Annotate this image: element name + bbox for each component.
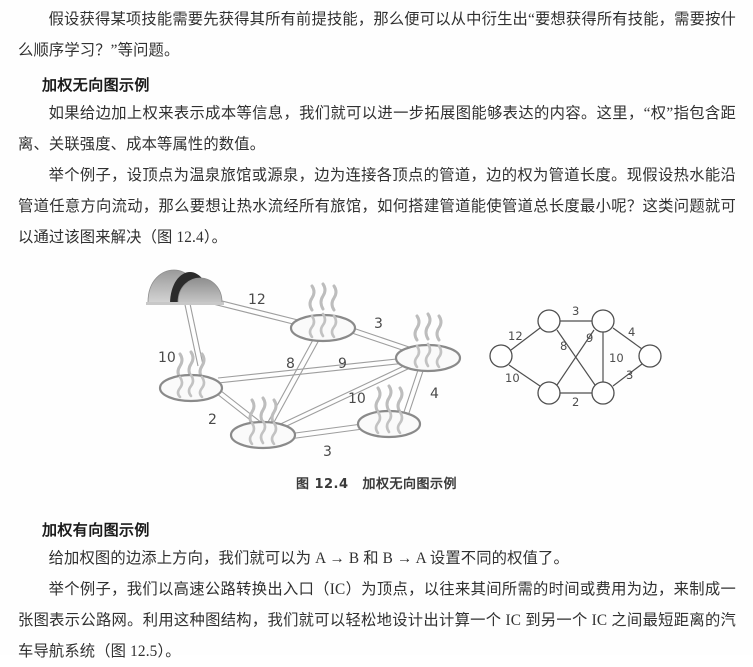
graph-weight-3-right: 3 bbox=[626, 368, 633, 382]
graph-node-v5[interactable] bbox=[638, 344, 662, 368]
paragraph-directed-weights: 给加权图的边添上方向，我们就可以为 A → B 和 B → A 设置不同的权值了… bbox=[48, 550, 569, 567]
heading-weighted-undirected-graph: 加权无向图示例 bbox=[42, 76, 150, 94]
graph-weight-3-top: 3 bbox=[572, 304, 579, 318]
graph-edges bbox=[508, 320, 643, 394]
figure-12-4: 12 10 8 3 9 2 10 4 3 bbox=[0, 258, 753, 468]
hotspring-inn-node-bottom-right bbox=[356, 384, 422, 439]
illustration-weight-12: 12 bbox=[248, 292, 266, 308]
paragraph-hotspring-example: 举个例子，设顶点为温泉旅馆或源泉，边为连接各顶点的管道，边的权为管道长度。现假设… bbox=[18, 167, 736, 246]
graph-weight-12: 12 bbox=[508, 329, 523, 343]
illustration-weight-10-left: 10 bbox=[158, 350, 176, 366]
graph-node-v0[interactable] bbox=[489, 344, 513, 368]
illustration-weight-2: 2 bbox=[208, 412, 217, 428]
illustration-weight-3-top: 3 bbox=[374, 316, 383, 332]
graph-node-v3[interactable] bbox=[537, 381, 561, 405]
figure-caption: 图 12.4 加权无向图示例 bbox=[0, 473, 753, 492]
paragraph-weight-definition: 如果给边加上权来表示成本等信息，我们就可以进一步拓展图能够表达的内容。这里，“权… bbox=[18, 105, 736, 153]
hotspring-illustration: 12 10 8 3 9 2 10 4 3 bbox=[140, 258, 470, 458]
graph-weight-10-left: 10 bbox=[505, 371, 520, 385]
pipe-edges bbox=[183, 295, 424, 440]
paragraph-highway-ic-example: 举个例子，我们以高速公路转换出入口（IC）为顶点，以往来其间所需的时间或费用为边… bbox=[18, 581, 736, 660]
illustration-weight-4: 4 bbox=[430, 386, 439, 402]
graph-weight-10-mid: 10 bbox=[609, 351, 624, 365]
graph-weight-4: 4 bbox=[628, 325, 635, 339]
graph-weight-8: 8 bbox=[560, 339, 567, 353]
hotspring-inn-node-bottom-left bbox=[229, 396, 297, 450]
graph-weight-2: 2 bbox=[572, 395, 579, 408]
graph-node-v2[interactable] bbox=[591, 309, 615, 333]
paragraph-skill-prerequisites: 假设获得某项技能需要先获得其所有前提技能，那么便可以从中衍生出“要想获得所有技能… bbox=[18, 11, 736, 59]
hotspring-inn-node-top bbox=[289, 282, 357, 343]
figure-caption-title: 加权无向图示例 bbox=[362, 477, 458, 492]
hotspring-inn-node-right bbox=[394, 312, 462, 373]
illustration-weight-3-bottom: 3 bbox=[323, 444, 332, 458]
graph-node-v1[interactable] bbox=[537, 309, 561, 333]
graph-nodes bbox=[489, 309, 662, 405]
illustration-weight-9: 9 bbox=[338, 356, 347, 372]
figure-caption-number: 图 12.4 bbox=[295, 477, 349, 492]
graph-weight-9: 9 bbox=[586, 331, 593, 345]
abstract-graph: 12 3 8 9 4 10 10 2 3 bbox=[487, 298, 677, 408]
illustration-weight-10-mid: 10 bbox=[348, 391, 366, 407]
heading-weighted-directed-graph: 加权有向图示例 bbox=[42, 521, 150, 539]
spring-source-icon bbox=[146, 269, 224, 305]
hotspring-inn-node-left bbox=[158, 350, 224, 403]
graph-node-v4[interactable] bbox=[591, 381, 615, 405]
illustration-weight-8: 8 bbox=[286, 356, 295, 372]
